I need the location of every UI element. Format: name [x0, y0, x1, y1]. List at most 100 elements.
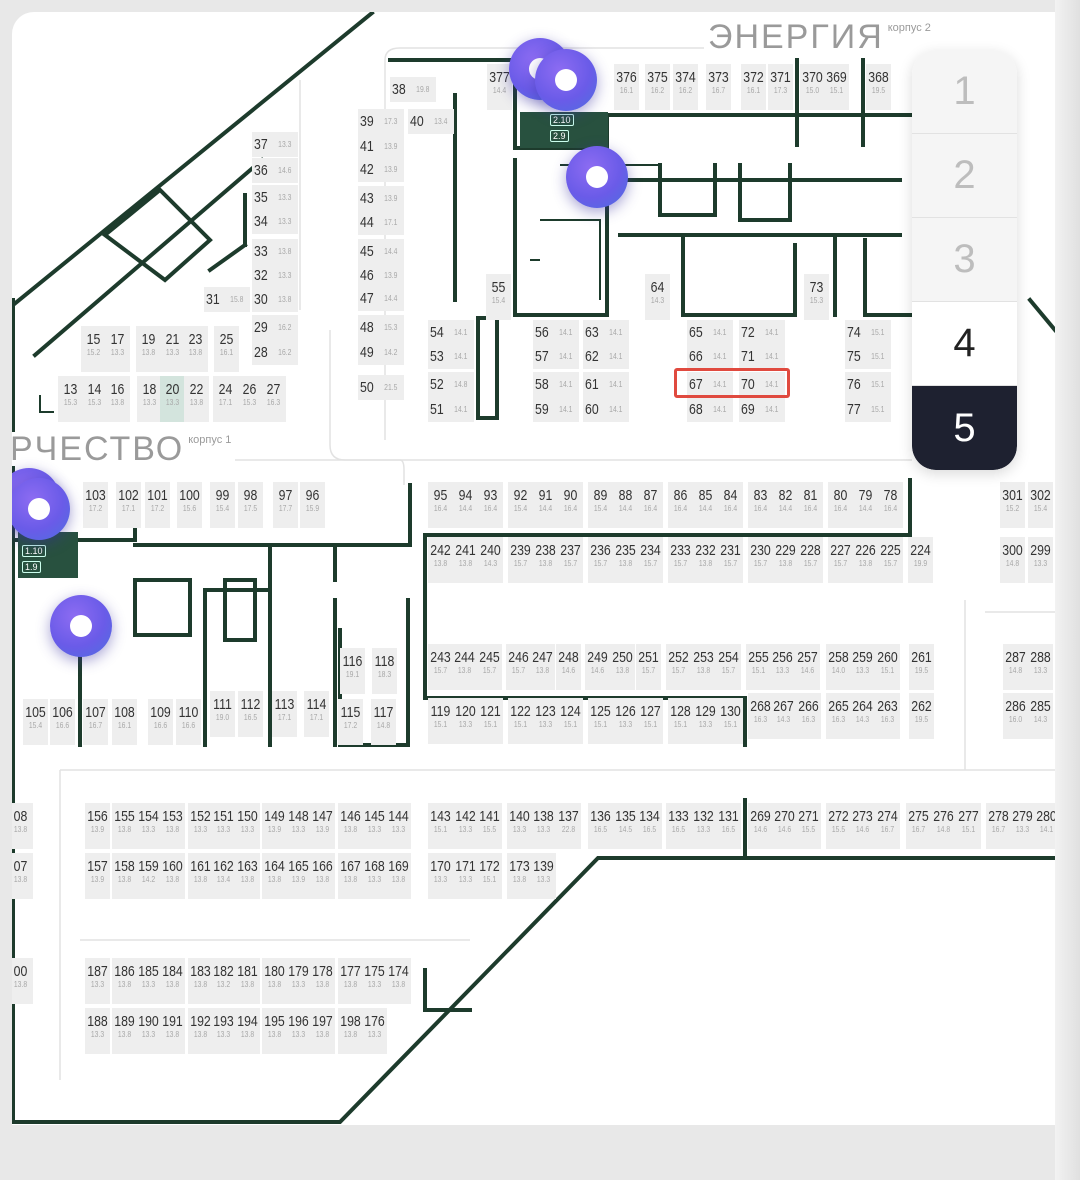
- location-pin-icon[interactable]: [12, 478, 70, 540]
